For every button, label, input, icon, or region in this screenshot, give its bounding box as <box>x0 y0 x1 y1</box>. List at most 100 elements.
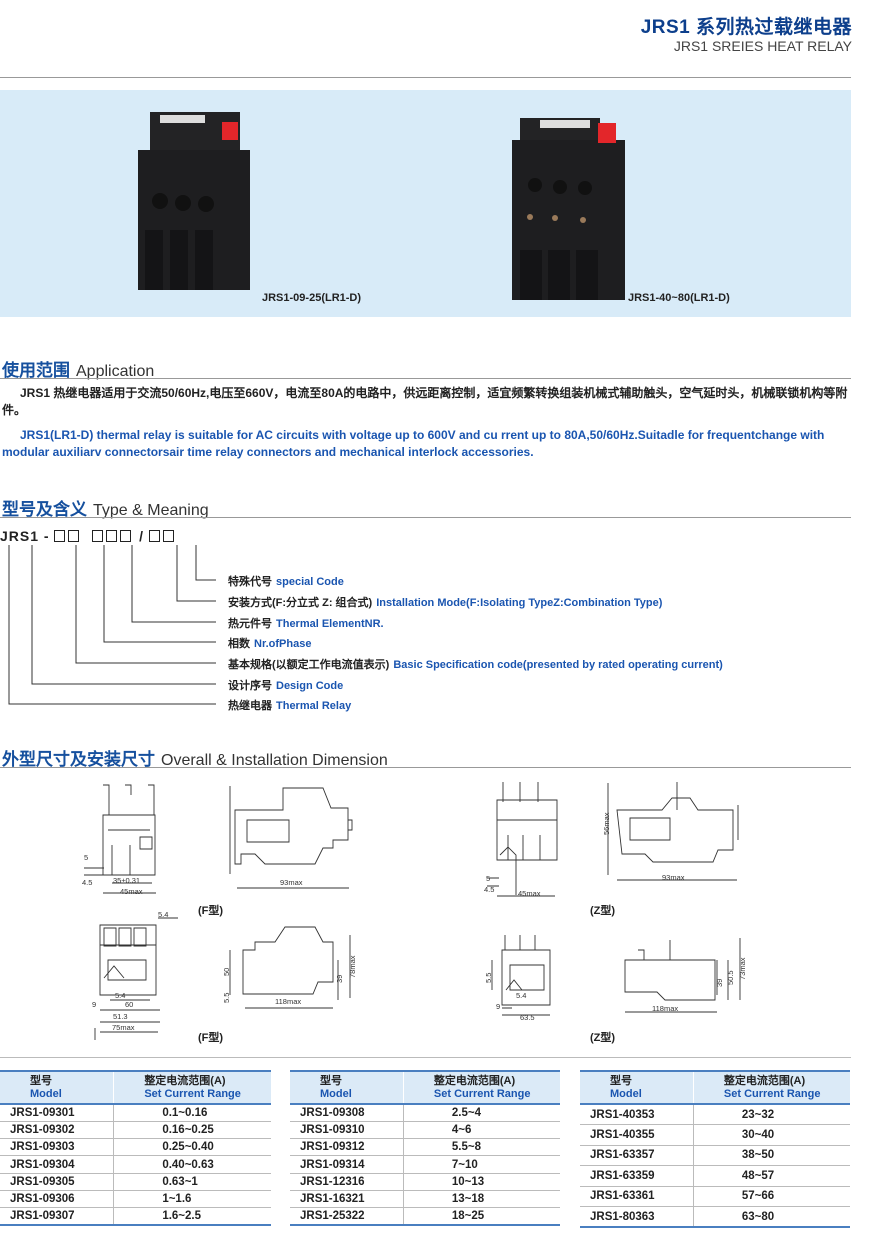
text: Basic Specification code(presented by ra… <box>393 659 723 671</box>
dim-label: 5 <box>84 853 88 862</box>
heading-cn: 使用范围 <box>2 361 70 380</box>
dim-label: 56max <box>602 812 611 835</box>
model-cell: JRS1-40353 <box>580 1104 694 1125</box>
divider <box>0 767 851 768</box>
drawing-f-front-2 <box>94 917 178 1040</box>
dim-label: 39 <box>715 979 724 987</box>
type-code-leader-lines <box>8 545 216 705</box>
text: 热继电器 <box>228 700 272 712</box>
dim-label: 5.5 <box>222 993 231 1003</box>
model-cell: JRS1-09307 <box>0 1207 115 1227</box>
divider <box>0 1057 851 1058</box>
range-cell: 0.63~1 <box>113 1173 271 1191</box>
text: 特殊代号 <box>228 576 272 588</box>
text: Set Current Range <box>144 1087 241 1100</box>
model-cell: JRS1-09310 <box>290 1121 404 1140</box>
drawing-f-front <box>84 784 156 894</box>
range-cell: 63~80 <box>693 1206 850 1228</box>
range-cell: 10~13 <box>403 1173 560 1191</box>
model-cell: JRS1-09302 <box>0 1121 115 1140</box>
heading-en: Type & Meaning <box>93 502 209 519</box>
model-cell: JRS1-63357 <box>580 1145 694 1166</box>
drawing-z-front <box>487 782 558 897</box>
range-cell: 2.5~4 <box>403 1104 560 1122</box>
range-cell: 0.16~0.25 <box>113 1121 271 1140</box>
model-cell: JRS1-16321 <box>290 1190 404 1209</box>
divider <box>0 378 851 379</box>
model-cell: JRS1-09314 <box>290 1155 404 1174</box>
range-cell: 0.1~0.16 <box>113 1104 271 1122</box>
type-code: JRS1 - / <box>0 528 177 544</box>
text: 型号 <box>320 1074 342 1087</box>
range-cell: 5.5~8 <box>403 1138 560 1157</box>
text: Thermal ElementNR. <box>276 618 384 630</box>
dim-label: 39 <box>335 975 344 983</box>
heading-cn: 外型尺寸及安装尺寸 <box>2 750 155 769</box>
code-prefix: JRS1 - <box>0 528 50 544</box>
model-cell: JRS1-63359 <box>580 1165 694 1187</box>
application-text-en: JRS1(LR1-D) thermal relay is suitable fo… <box>2 428 825 459</box>
dim-label: 63.5 <box>520 1013 535 1022</box>
text: 相数 <box>228 638 250 650</box>
dim-label: 50 <box>222 968 231 976</box>
type-item: 安装方式(F:分立式 Z: 组合式)Installation Mode(F:Is… <box>228 594 662 610</box>
range-cell: 30~40 <box>693 1124 850 1146</box>
text: 型号 <box>610 1074 632 1087</box>
range-cell: 38~50 <box>693 1145 850 1166</box>
range-cell: 1.6~2.5 <box>113 1207 271 1227</box>
type-f-label: (F型) <box>198 903 223 917</box>
model-cell: JRS1-80363 <box>580 1206 694 1228</box>
drawing-z-front-2 <box>491 935 551 1016</box>
model-cell: JRS1-09304 <box>0 1155 115 1174</box>
page-subtitle: JRS1 SREIES HEAT RELAY <box>673 38 852 54</box>
page-title: JRS1 系列热过载继电器 <box>640 17 852 38</box>
dim-label: 75max <box>112 1023 135 1032</box>
dim-label: 118max <box>652 1004 678 1013</box>
range-cell: 57~66 <box>693 1186 850 1207</box>
model-cell: JRS1-09312 <box>290 1138 404 1157</box>
drawing-z-side-2 <box>624 938 741 1013</box>
dim-label: 93max <box>280 878 303 887</box>
dim-label: 118max <box>275 997 301 1006</box>
text: Nr.ofPhase <box>254 638 312 650</box>
dim-label: 5.4 <box>115 991 125 1000</box>
photo-caption: JRS1-09-25(LR1-D) <box>262 292 362 304</box>
model-cell: JRS1-25322 <box>290 1207 404 1227</box>
application-text-cn: JRS1 热继电器适用于交流50/60Hz,电压至660V，电流至80A的电路中… <box>2 386 848 417</box>
dim-label: 45max <box>518 889 541 898</box>
model-cell: JRS1-09301 <box>0 1104 115 1122</box>
product-photo-band: JRS1-09-25(LR1-D) JRS1-40~80(LR1-D) <box>0 90 851 317</box>
range-cell: 48~57 <box>693 1165 850 1187</box>
dimension-drawings: 5 4.5 35±0.31 45max 93max 5.4 5.4 9 60 5… <box>82 782 747 1044</box>
text: Model <box>30 1087 62 1100</box>
type-z-label: (Z型) <box>590 903 615 917</box>
divider <box>0 517 851 518</box>
type-f-label: (F型) <box>198 1030 223 1044</box>
relay-photo-small <box>138 112 625 300</box>
dim-label: 5.4 <box>158 910 168 919</box>
photo-caption: JRS1-40~80(LR1-D) <box>628 292 730 304</box>
range-cell: 4~6 <box>403 1121 560 1140</box>
dim-label: 4.5 <box>82 878 92 887</box>
